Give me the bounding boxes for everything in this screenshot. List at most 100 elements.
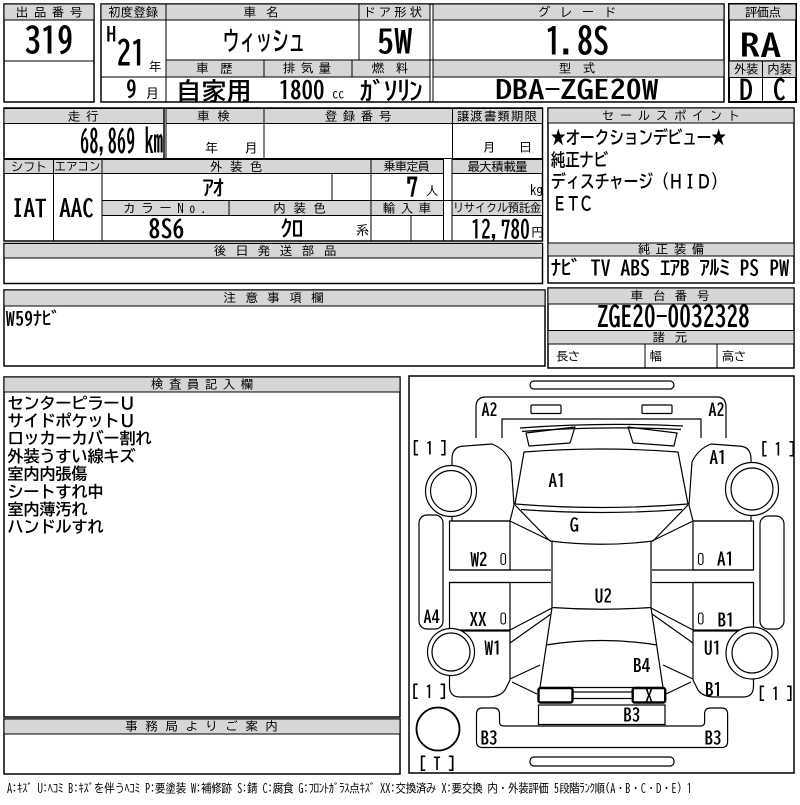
svg-text:純 正 装 備: 純 正 装 備 [638,243,704,256]
svg-text:センターピラーＵ: センターピラーＵ [8,395,136,411]
svg-text:DBA-ZGE20W: DBA-ZGE20W [496,78,659,103]
svg-text:月: 月 [483,142,495,154]
svg-text:C: C [773,78,786,104]
svg-text:内装: 内装 [768,63,793,76]
svg-text:A4: A4 [424,609,440,625]
svg-text:最大積載量: 最大積載量 [468,160,528,173]
svg-text:諸 元: 諸 元 [653,331,689,344]
svg-text:登 録 番 号: 登 録 番 号 [324,110,391,123]
svg-text:kg: kg [530,184,543,197]
svg-text:B1: B1 [718,612,735,629]
svg-text:輸 入 車: 輸 入 車 [383,202,431,215]
svg-text:年: 年 [149,60,161,73]
svg-text:サイドポケットＵ: サイドポケットＵ [8,413,136,429]
svg-text:ウィッシュ: ウィッシュ [223,29,305,55]
svg-text:[ 1 ]: [ 1 ] [412,440,447,456]
svg-text:A1: A1 [549,473,566,490]
svg-text:D: D [740,78,753,104]
svg-text:8S6: 8S6 [149,217,185,241]
svg-text:初度登録: 初度登録 [109,6,159,19]
svg-text:検 査 員 記 入 欄: 検 査 員 記 入 欄 [151,378,253,391]
svg-text:B3: B3 [705,730,722,747]
svg-text:ｶﾞｿﾘﾝ: ｶﾞｿﾘﾝ [360,78,422,103]
svg-text:セ ー ル ス ポ イ ン ト: セ ー ル ス ポ イ ン ト [602,109,740,122]
svg-text:9: 9 [126,78,137,100]
svg-text:走 行: 走 行 [68,110,98,123]
svg-text:出 品 番 号: 出 品 番 号 [16,6,82,19]
svg-text:B1: B1 [705,681,722,698]
svg-text:シートすれ中: シートすれ中 [8,482,104,499]
svg-text:内 装 色: 内 装 色 [274,202,327,215]
svg-text:[ 1 ]: [ 1 ] [412,684,447,700]
svg-text:人: 人 [425,184,438,197]
svg-text:RA: RA [740,30,781,60]
svg-text:グ レ ー ド: グ レ ー ド [538,6,618,19]
svg-text:AAC: AAC [59,197,94,220]
svg-text:エアコン: エアコン [55,162,101,173]
svg-text:リサイクル預託金: リサイクル預託金 [453,201,541,214]
svg-text:外 装 色: 外 装 色 [210,160,263,173]
svg-text:自家用: 自家用 [176,78,253,103]
svg-text:室内薄汚れ: 室内薄汚れ [8,500,89,517]
svg-text:1800: 1800 [279,79,325,102]
svg-text:車 歴: 車 歴 [197,62,236,75]
svg-text:カ ラ ー N o .: カ ラ ー N o . [124,203,208,215]
svg-text:7: 7 [406,175,419,200]
svg-text:21: 21 [117,37,146,69]
svg-text:月: 月 [245,142,258,155]
svg-text:ｸﾛ: ｸﾛ [281,218,303,240]
svg-text:W1: W1 [485,640,502,657]
svg-text:（ＨＩＤ）: （ＨＩＤ） [655,172,725,191]
svg-text:外装うすい線キズ: 外装うすい線キズ [8,447,136,464]
svg-text:室内内張傷: 室内内張傷 [8,465,88,482]
svg-text:評価点: 評価点 [745,6,781,19]
svg-text:型 式: 型 式 [559,62,595,75]
svg-text:車 台 番 号: 車 台 番 号 [631,289,711,302]
svg-text:1.8S: 1.8S [545,24,609,59]
svg-text:5W: 5W [377,26,413,57]
svg-text:ロッカーカバー割れ: ロッカーカバー割れ [8,429,153,446]
svg-text:W2: W2 [471,552,488,569]
svg-text:H: H [106,25,116,44]
svg-text:[ T ]: [ T ] [419,756,455,772]
svg-text:B3: B3 [623,707,640,724]
svg-text:幅: 幅 [650,350,662,363]
svg-text:X: X [645,688,653,703]
svg-text:319: 319 [25,24,74,58]
svg-text:ｱｵ: ｱｵ [203,178,224,199]
svg-text:純正ナビ: 純正ナビ [551,150,609,170]
svg-text:W59ﾅﾋﾞ: W59ﾅﾋﾞ [6,309,60,328]
svg-text:XX: XX [470,612,488,629]
svg-text:系: 系 [356,224,369,237]
svg-text:年: 年 [206,141,219,154]
svg-text:A2: A2 [709,402,725,418]
svg-text:68,869 km: 68,869 km [80,125,163,156]
svg-text:乗車定員: 乗車定員 [384,160,430,173]
svg-text:月: 月 [146,87,159,100]
svg-text:車 名: 車 名 [244,6,280,19]
svg-text:外装: 外装 [734,63,759,76]
svg-text:事 務 局 よ り ご 案 内: 事 務 局 よ り ご 案 内 [126,720,279,733]
svg-text:A2: A2 [482,402,498,418]
svg-text:ディスチャージ: ディスチャージ [551,172,653,191]
svg-text:A1: A1 [710,450,727,467]
svg-text:排 気 量: 排 気 量 [283,62,331,75]
svg-text:ドア形状: ドア形状 [364,6,426,19]
svg-text:ハンドルすれ: ハンドルすれ [8,519,105,535]
svg-text:G: G [570,517,579,534]
svg-text:A:ｷｽﾞ U:ﾍｺﾐ B:ｷｽﾞを伴うﾍｺﾐ P:要塗装: A:ｷｽﾞ U:ﾍｺﾐ B:ｷｽﾞを伴うﾍｺﾐ P:要塗装 W:補修跡 S:錆 … [7,782,692,795]
svg-text:B3: B3 [481,730,498,747]
svg-text:高さ: 高さ [722,350,746,363]
svg-text:車 検: 車 検 [198,110,231,123]
svg-text:シフト: シフト [11,161,47,173]
svg-text:cc: cc [333,88,345,100]
svg-text:ＥＴＣ: ＥＴＣ [553,195,593,213]
svg-text:日: 日 [520,142,532,154]
svg-text:ﾅﾋﾞ TV ABS ｴｱB ｱﾙﾐ PS PW: ﾅﾋﾞ TV ABS ｴｱB ｱﾙﾐ PS PW [551,257,789,278]
svg-text:後 日 発 送 部 品: 後 日 発 送 部 品 [214,244,338,257]
svg-text:★オークションデビュー★: ★オークションデビュー★ [551,127,726,147]
svg-text:注 意 事 項 欄: 注 意 事 項 欄 [224,291,326,304]
svg-text:[ 1 ]: [ 1 ] [761,441,796,457]
svg-text:[ 1 ]: [ 1 ] [758,686,793,702]
svg-text:長さ: 長さ [556,350,580,363]
